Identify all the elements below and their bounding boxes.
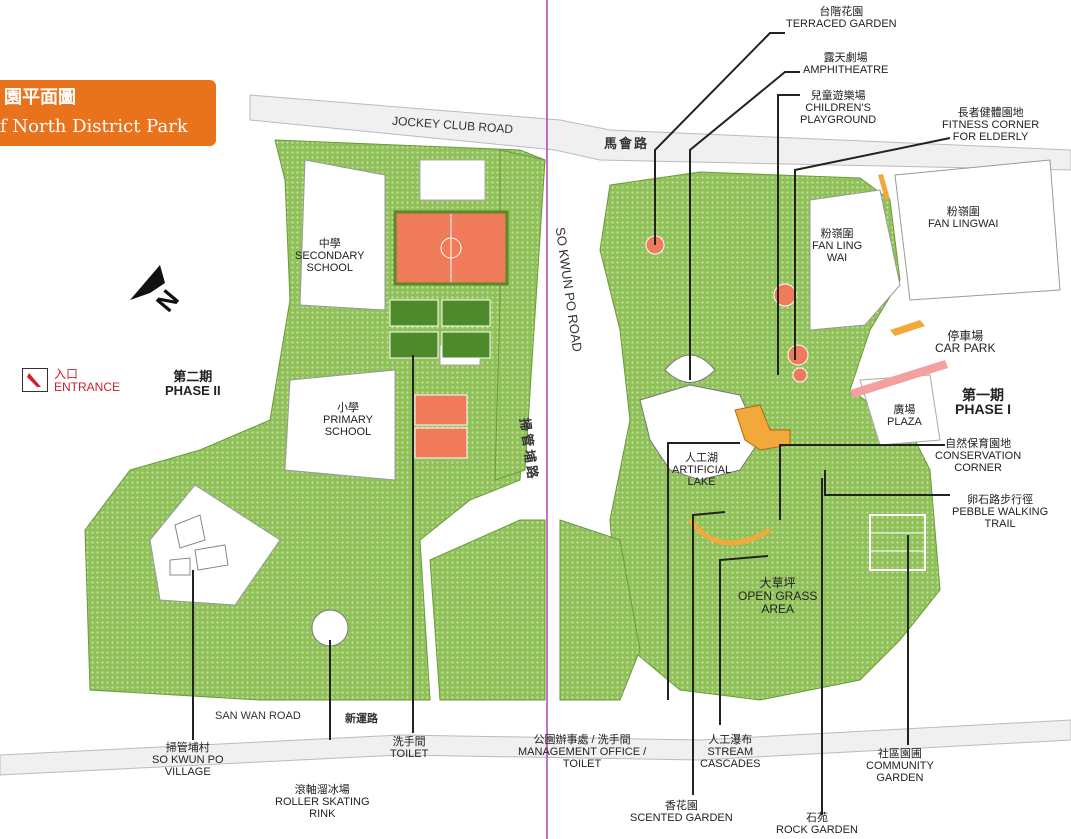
amphitheatre-label: 露天劇場 AMPHITHEATRE [803, 52, 889, 76]
fan-ling-wai-label: 粉嶺圍 FAN LING WAI [812, 228, 863, 264]
jockey-club-road-band [249, 94, 1071, 171]
fan-lingwai-outer-label: 粉嶺圍 FAN LINGWAI [928, 206, 999, 230]
building-block [419, 159, 486, 201]
entrance-label-english: ENTRANCE [54, 380, 121, 394]
secondary-school-label: 中學 SECONDARY SCHOOL [295, 238, 365, 274]
central-strip [429, 519, 546, 701]
phase-one-chinese: 第一期 [962, 387, 1004, 403]
entrance-icon [22, 368, 48, 392]
terraced-garden-label: 台階花園 TERRACED GARDEN [786, 6, 897, 30]
childrens-playground-label: 兒童遊樂場 CHILDREN'S PLAYGROUND [800, 90, 877, 126]
car-park-path [850, 360, 948, 398]
tennis-court [414, 394, 468, 426]
sports-court [441, 299, 491, 327]
scented-garden-label: 香花園 SCENTED GARDEN [630, 800, 733, 824]
park-title-banner: 園平面圖 f North District Park [0, 80, 216, 146]
management-office-label: 公園辦事處 / 洗手間 MANAGEMENT OFFICE / TOILET [518, 734, 647, 770]
callout-lines [192, 32, 951, 815]
secondary-school-plot [299, 159, 386, 311]
phase-two-chinese: 第二期 [173, 369, 213, 384]
central-strip [559, 519, 641, 701]
tennis-court [414, 427, 468, 459]
sports-court [389, 299, 439, 327]
fan-ling-wai-plot [809, 189, 901, 331]
phase-one-english: PHASE I [955, 401, 1012, 417]
jockey-club-road-chinese: 馬會路 [604, 136, 650, 151]
car-park-arrow [878, 174, 890, 200]
sports-court [389, 331, 439, 359]
san-wan-road-label: SAN WAN ROAD [215, 710, 301, 722]
fitness-corner-shape [792, 367, 808, 383]
fan-lingwai-outer-plot [894, 159, 1061, 301]
primary-school-plot [284, 369, 396, 481]
phase-two-english: PHASE II [165, 383, 221, 398]
pebble-walking-trail-label: 卵石路步行徑 PEBBLE WALKING TRAIL [952, 494, 1049, 530]
artificial-lake-shape [639, 384, 761, 481]
san-wan-road-chinese: 新運路 [345, 713, 378, 725]
roller-skating-rink-label: 滾軸溜冰場 ROLLER SKATING RINK [275, 784, 370, 820]
car-park-label: 停車場 CAR PARK [935, 329, 996, 355]
conservation-corner-label: 自然保育園地 CONSERVATION CORNER [935, 438, 1022, 474]
so-kwun-po-village-label: 掃管埔村 SO KWUN PO VILLAGE [152, 742, 224, 778]
community-garden-label: 社區園圃 COMMUNITY GARDEN [866, 748, 934, 784]
plaza-label: 廣場 PLAZA [887, 404, 922, 428]
sports-court [441, 331, 491, 359]
stream-cascades-shape [688, 518, 772, 546]
primary-school-label: 小學 PRIMARY SCHOOL [323, 402, 373, 438]
management-office-building [734, 404, 791, 451]
fitness-corner-shape [787, 344, 809, 366]
car-park-arrow [890, 320, 925, 336]
north-arrow-icon: N [120, 255, 200, 330]
community-garden-plot [869, 514, 926, 571]
park-title-english: f North District Park [0, 116, 188, 137]
san-wan-road-band [0, 719, 1071, 776]
park-title-chinese: 園平面圖 [4, 87, 76, 108]
rock-garden-label: 石苑 ROCK GARDEN [776, 812, 858, 836]
open-grass-area-label: 大草坪 OPEN GRASS AREA [738, 576, 818, 616]
fitness-corner-label: 長者健體園地 FITNESS CORNER FOR ELDERLY [942, 107, 1040, 143]
phase-one-label: 第一期 PHASE I [955, 388, 1011, 416]
phase-two-label: 第二期 PHASE II [165, 370, 221, 398]
entrance-label-chinese: 入口 [54, 367, 79, 381]
artificial-lake-label: 人工湖 ARTIFICIAL LAKE [672, 452, 732, 488]
stream-cascades-label: 人工瀑布 STREAM CASCADES [700, 734, 761, 770]
toilet-label: 洗手間 TOILET [390, 736, 429, 760]
